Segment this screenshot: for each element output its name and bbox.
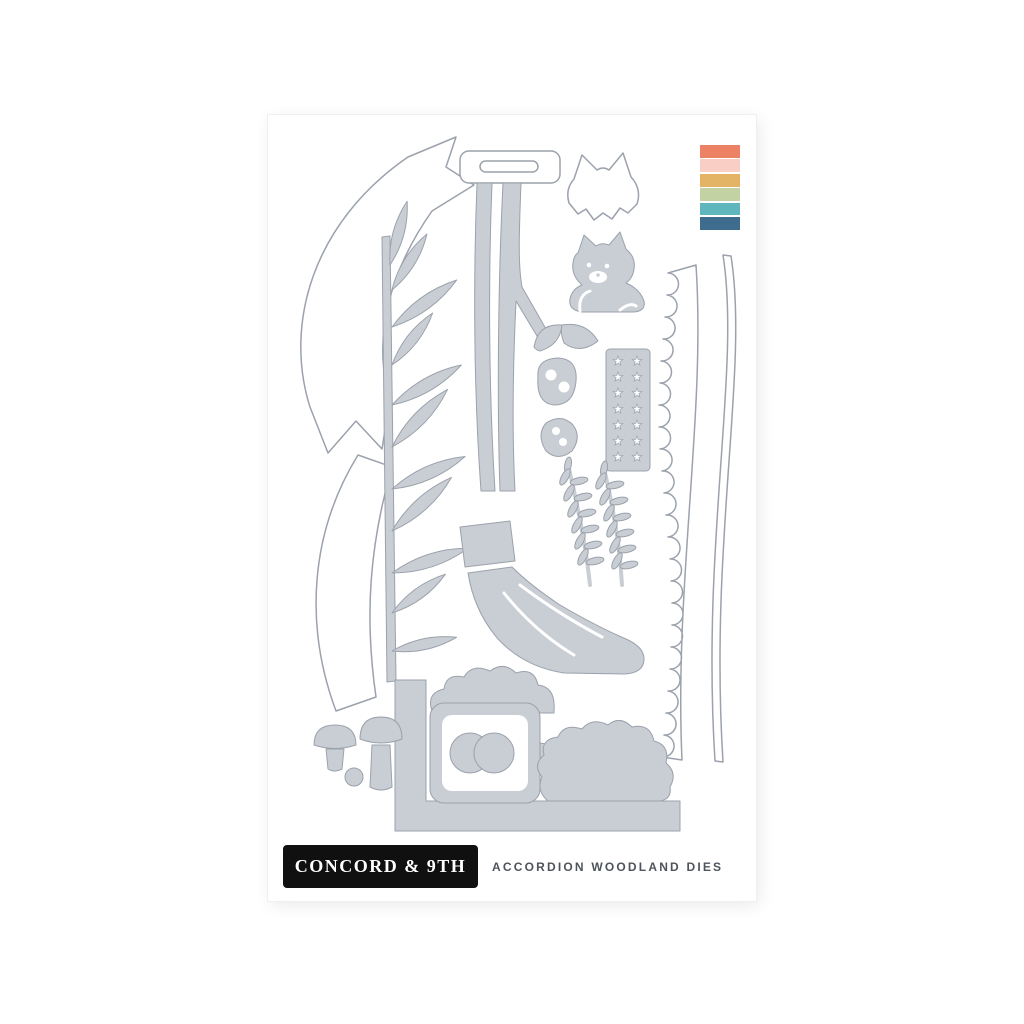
die-cut-sheet [300, 136, 737, 832]
cloud-bush-top-die [430, 666, 555, 714]
color-swatch-2 [700, 159, 740, 173]
lantern-jar-die [429, 702, 559, 804]
birch-twigs-die [474, 182, 547, 492]
color-swatch-1 [700, 145, 740, 158]
corner-ledge-die [394, 679, 681, 832]
fox-head-outline-die [567, 152, 640, 221]
product-title: ACCORDION WOODLAND DIES [492, 859, 724, 874]
swatch-strip [700, 145, 740, 230]
hang-tab-die [459, 150, 561, 184]
color-swatch-3 [700, 173, 740, 187]
color-swatch-6 [700, 216, 740, 230]
acorn-small-die [540, 418, 578, 457]
curved-banner-small-die [315, 454, 393, 712]
acorn-large-die [537, 357, 577, 406]
fern-sprigs-die [559, 456, 639, 587]
brand-name: CONCORD & 9TH [294, 856, 467, 876]
cloud-bush-right-die [537, 720, 674, 802]
brand-label: CONCORD & 9TH [283, 845, 478, 888]
color-swatch-5 [700, 202, 740, 216]
leaf-pair-die [533, 323, 599, 352]
scalloped-border-die [658, 264, 699, 761]
sitting-fox-die [569, 231, 645, 313]
color-swatch-4 [700, 188, 740, 201]
product-card: CONCORD & 9TH ACCORDION WOODLAND DIES [268, 115, 756, 901]
mushrooms-die [313, 716, 403, 791]
star-border-strip-die [605, 348, 651, 472]
wavy-border-die [711, 254, 737, 763]
boot-die [459, 520, 645, 675]
